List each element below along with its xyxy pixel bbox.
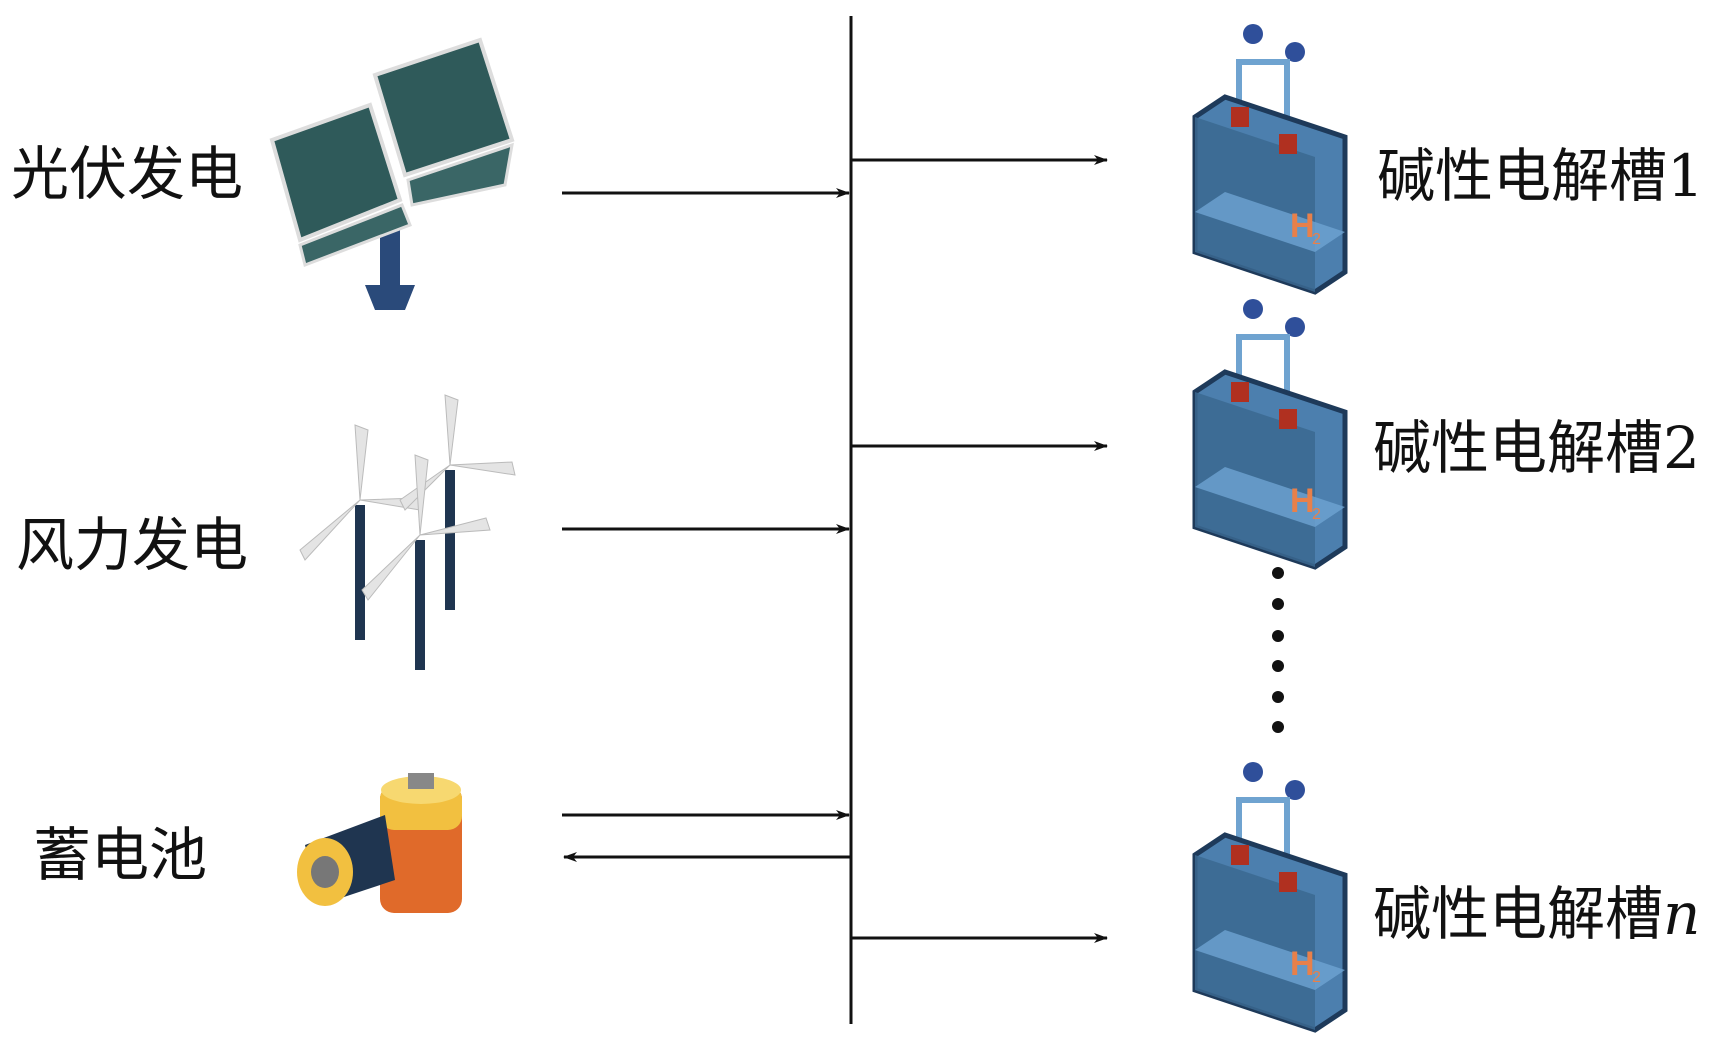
label-electrolyzer-1: 碱性电解槽1 — [1377, 147, 1704, 205]
label-electrolyzer-2: 碱性电解槽2 — [1373, 419, 1700, 477]
label-battery: 蓄电池 — [33, 821, 208, 889]
electrolyzer-name: 碱性电解槽 — [1373, 880, 1664, 948]
electrolyzer-index: 1 — [1667, 142, 1704, 210]
electrolyzer-1-icon — [1195, 24, 1345, 292]
battery-icon — [297, 773, 462, 913]
solar-panel-icon — [269, 37, 515, 310]
electrolyzer-name: 碱性电解槽 — [1373, 414, 1664, 482]
wind-turbine-icon — [299, 394, 516, 670]
electrolyzer-index: 2 — [1663, 414, 1700, 482]
electrolyzer-2-icon — [1195, 299, 1345, 567]
label-solar: 光伏发电 — [11, 140, 244, 208]
electrolyzer-n-icon — [1195, 762, 1345, 1030]
electrolyzer-index: n — [1663, 880, 1701, 948]
label-electrolyzer-n: 碱性电解槽n — [1373, 885, 1700, 943]
label-wind: 风力发电 — [16, 511, 249, 579]
ellipsis-dots — [1272, 567, 1284, 733]
electrolyzer-name: 碱性电解槽 — [1377, 142, 1668, 210]
